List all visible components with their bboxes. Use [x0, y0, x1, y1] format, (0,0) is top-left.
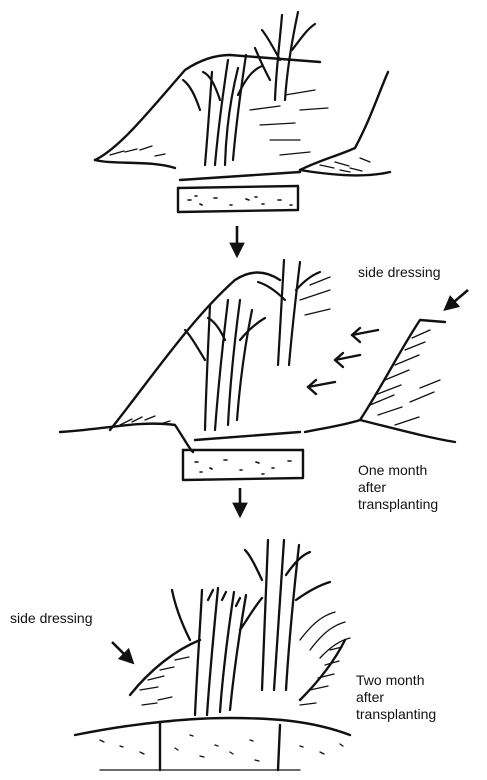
- one-month-line-1: One month: [358, 462, 438, 479]
- two-month-line-2: after: [356, 689, 436, 706]
- stage-1-cane-plants: [183, 12, 315, 165]
- stage-2-trench: [60, 260, 455, 480]
- side-dressing-label-1: side dressing: [358, 264, 441, 281]
- two-month-line-3: transplanting: [356, 706, 436, 723]
- one-month-label: One month after transplanting: [358, 462, 438, 513]
- side-dressing-label-2: side dressing: [10, 610, 93, 627]
- two-month-label: Two month after transplanting: [356, 672, 436, 723]
- one-month-line-2: after: [358, 479, 438, 496]
- stage-3-cane-plants: [172, 540, 330, 715]
- one-month-line-3: transplanting: [358, 496, 438, 513]
- side-dressing-arrow-2: [112, 642, 130, 660]
- stage-3-trench: [75, 540, 350, 770]
- stage-2-cane-plants: [185, 260, 320, 430]
- two-month-line-1: Two month: [356, 672, 436, 689]
- stage-1-trench: [95, 12, 390, 212]
- side-dressing-arrow-1: [448, 290, 468, 307]
